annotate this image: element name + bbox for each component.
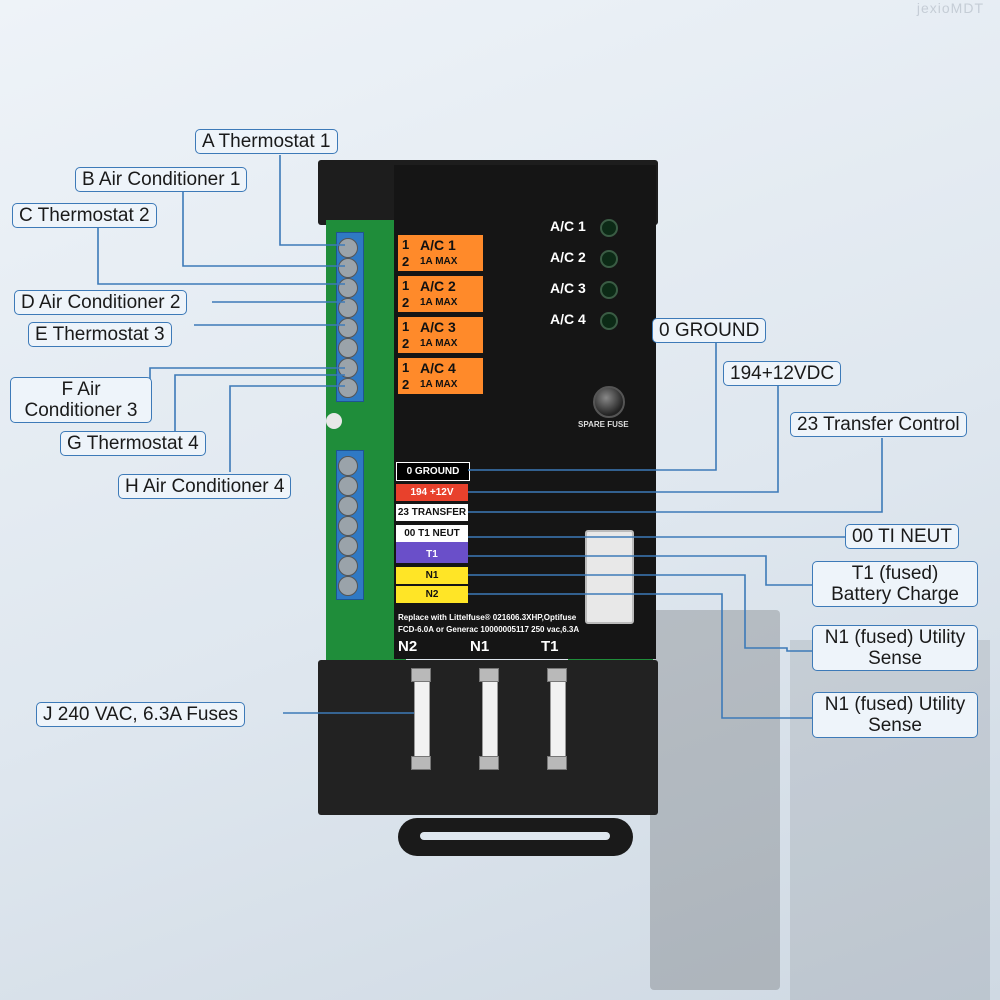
terminal-screw[interactable] — [338, 318, 358, 338]
fine-print-line1: Replace with Littelfuse® 021606.3XHP,Opt… — [398, 613, 577, 622]
ac-slot-3: 1 2 A/C 3 1A MAX — [398, 317, 483, 353]
leader-c — [97, 228, 345, 285]
label-t1: T1 — [541, 638, 559, 655]
slot-pin-2: 2 — [402, 254, 410, 269]
strip-transfer: 23 TRANSFER — [396, 504, 468, 521]
spare-fuse-label: SPARE FUSE — [578, 420, 629, 429]
callout-a: A Thermostat 1 — [195, 129, 338, 154]
strip-12v: 194 +12V — [396, 484, 468, 501]
slot-label: A/C 2 — [420, 278, 456, 294]
callout-t1: T1 (fused) Battery Charge — [812, 561, 978, 607]
callout-n1a: N1 (fused) Utility Sense — [812, 625, 978, 671]
led-label-ac2: A/C 2 — [550, 249, 586, 265]
ac-slot-2: 1 2 A/C 2 1A MAX — [398, 276, 483, 312]
leader-ground — [468, 343, 717, 471]
terminal-screw[interactable] — [338, 496, 358, 516]
slot-max: 1A MAX — [420, 379, 458, 390]
led-ac2 — [600, 250, 618, 268]
fuse-puller-slot — [420, 832, 610, 840]
callout-j: J 240 VAC, 6.3A Fuses — [36, 702, 246, 727]
terminal-screw[interactable] — [338, 576, 358, 596]
slot-max: 1A MAX — [420, 338, 458, 349]
background-device — [650, 610, 780, 990]
slot-label: A/C 4 — [420, 360, 456, 376]
callout-c: C Thermostat 2 — [12, 203, 157, 228]
callout-h: H Air Conditioner 4 — [118, 474, 292, 499]
leader-b — [182, 192, 345, 267]
label-n2: N2 — [398, 638, 418, 655]
fuse-cap — [547, 668, 567, 682]
leader-n1b — [468, 593, 812, 719]
terminal-screw[interactable] — [338, 456, 358, 476]
terminal-screw[interactable] — [338, 476, 358, 496]
callout-ground: 0 GROUND — [652, 318, 767, 343]
strip-n1: N1 — [396, 567, 468, 584]
terminal-screw[interactable] — [338, 338, 358, 358]
callout-g: G Thermostat 4 — [60, 431, 206, 456]
fine-print-line2: FCD-6.0A or Generac 10000005117 250 vac,… — [398, 625, 580, 634]
slot-pin-1: 1 — [402, 237, 410, 252]
terminal-screw[interactable] — [338, 536, 358, 556]
terminal-screw[interactable] — [338, 556, 358, 576]
callout-transfer: 23 Transfer Control — [790, 412, 967, 437]
slot-pin-1: 1 — [402, 360, 410, 375]
terminal-screw[interactable] — [338, 258, 358, 278]
leader-g — [174, 374, 345, 432]
slot-pin-2: 2 — [402, 336, 410, 351]
leader-h — [229, 385, 345, 472]
fuse-cap — [479, 756, 499, 770]
slot-label: A/C 3 — [420, 319, 456, 335]
label-n1: N1 — [470, 638, 490, 655]
slot-pin-1: 1 — [402, 319, 410, 334]
callout-vdc: 194+12VDC — [723, 361, 842, 386]
slot-max: 1A MAX — [420, 256, 458, 267]
led-ac4 — [600, 312, 618, 330]
callout-neut: 00 TI NEUT — [845, 524, 959, 549]
slot-pin-2: 2 — [402, 295, 410, 310]
led-label-ac4: A/C 4 — [550, 311, 586, 327]
terminal-screw[interactable] — [338, 238, 358, 258]
leader-f — [149, 367, 345, 398]
terminal-screw[interactable] — [338, 298, 358, 318]
slot-pin-2: 2 — [402, 377, 410, 392]
fuse-cap — [547, 756, 567, 770]
terminal-screw[interactable] — [338, 278, 358, 298]
leader-vdc — [468, 384, 779, 493]
terminal-screw[interactable] — [338, 378, 358, 398]
fuse-cap — [411, 668, 431, 682]
slot-pin-1: 1 — [402, 278, 410, 293]
fuse-cap — [479, 668, 499, 682]
slot-label: A/C 1 — [420, 237, 456, 253]
led-label-ac1: A/C 1 — [550, 218, 586, 234]
led-ac1 — [600, 219, 618, 237]
callout-e: E Thermostat 3 — [28, 322, 172, 347]
leader-n1a — [468, 574, 812, 652]
callout-d: D Air Conditioner 2 — [14, 290, 188, 315]
callout-f: F Air Conditioner 3 — [10, 377, 152, 423]
leader-transfer — [468, 438, 883, 513]
strip-ground: 0 GROUND — [396, 462, 470, 481]
watermark: jexioMDT — [916, 0, 984, 16]
led-ac3 — [600, 281, 618, 299]
fuse-cap — [411, 756, 431, 770]
ac-slot-1: 1 2 A/C 1 1A MAX — [398, 235, 483, 271]
wire-connector — [585, 530, 634, 624]
strip-neut: 00 T1 NEUT — [396, 525, 468, 546]
terminal-screw[interactable] — [338, 516, 358, 536]
spare-fuse-button[interactable] — [593, 386, 625, 418]
strip-t1: T1 — [396, 546, 468, 563]
callout-b: B Air Conditioner 1 — [75, 167, 248, 192]
slot-max: 1A MAX — [420, 297, 458, 308]
strip-n2: N2 — [396, 586, 468, 603]
leader-a — [279, 155, 345, 246]
leader-t1 — [468, 555, 812, 586]
indicator-dot — [326, 413, 342, 429]
ac-slot-4: 1 2 A/C 4 1A MAX — [398, 358, 483, 394]
led-label-ac3: A/C 3 — [550, 280, 586, 296]
callout-n1b: N1 (fused) Utility Sense — [812, 692, 978, 738]
